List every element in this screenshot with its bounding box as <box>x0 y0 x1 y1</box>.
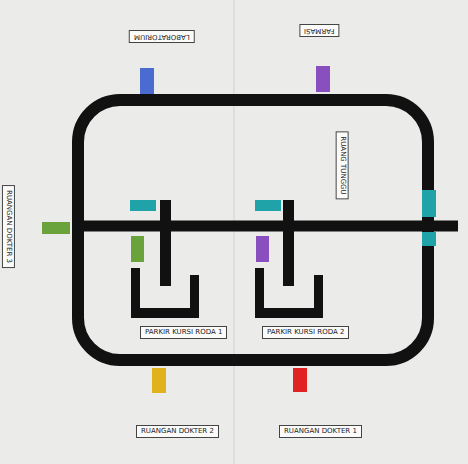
color-marker <box>293 368 307 392</box>
room-label: LABORATORIUM <box>129 30 195 43</box>
color-marker <box>422 232 436 246</box>
parking-track <box>255 200 323 318</box>
color-marker <box>255 200 281 211</box>
label-text: RUANGAN DOKTER 1 <box>284 427 357 436</box>
color-marker <box>256 236 269 262</box>
color-marker <box>130 200 156 211</box>
label-text: FARMASI <box>304 26 334 35</box>
room-label: FARMASI <box>299 24 339 37</box>
label-text: RUANGAN DOKTER 2 <box>141 427 214 436</box>
color-marker <box>422 190 436 217</box>
label-text: RUANG TUNGGU <box>338 136 347 194</box>
room-label: RUANGAN DOKTER 2 <box>136 425 219 438</box>
color-marker <box>42 222 70 234</box>
room-label: RUANG TUNGGU <box>336 131 349 199</box>
track-line <box>78 221 458 232</box>
room-label: RUANGAN DOKTER 3 <box>2 185 15 268</box>
room-label: PARKIR KURSI RODA 1 <box>140 326 227 339</box>
color-marker <box>316 66 330 92</box>
color-marker <box>140 68 154 94</box>
fold-line <box>234 0 235 464</box>
color-marker <box>152 368 166 393</box>
room-label: PARKIR KURSI RODA 2 <box>262 326 349 339</box>
room-label: RUANGAN DOKTER 1 <box>279 425 362 438</box>
parking-track <box>131 200 199 318</box>
label-text: LABORATORIUM <box>134 32 190 41</box>
color-marker <box>131 236 144 262</box>
label-text: PARKIR KURSI RODA 1 <box>145 328 222 337</box>
label-text: PARKIR KURSI RODA 2 <box>267 328 344 337</box>
label-text: RUANGAN DOKTER 3 <box>4 190 13 263</box>
